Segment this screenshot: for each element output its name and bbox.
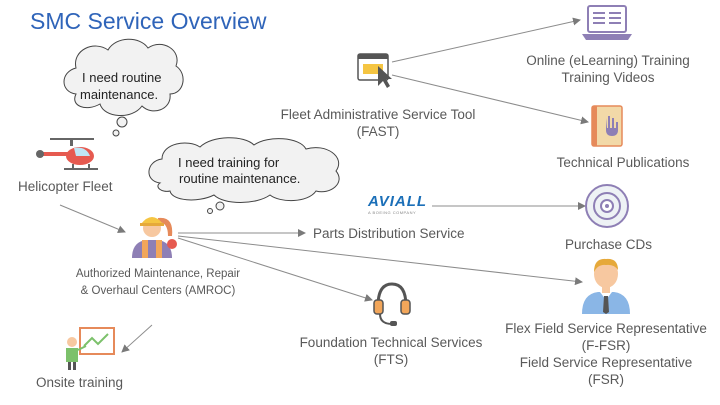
label-purchase-cds: Purchase CDs bbox=[565, 237, 653, 252]
line-fast-to-elearning bbox=[391, 17, 581, 63]
laptop-icon bbox=[582, 5, 632, 40]
label-fsr-line2: (FSR) bbox=[588, 372, 624, 387]
thought-bubble-routine bbox=[63, 38, 184, 137]
label-fast-line1: Fleet Administrative Service Tool bbox=[280, 107, 476, 122]
line-amroc-to-fts bbox=[177, 237, 373, 302]
bubble-training-line2: routine maintenance. bbox=[179, 171, 301, 186]
cursor-window-icon bbox=[357, 53, 392, 88]
label-ffsr-line2: (F-FSR) bbox=[581, 338, 631, 353]
line-fleet-to-amroc bbox=[59, 204, 126, 234]
manual-book-icon bbox=[591, 105, 623, 147]
label-fsr-line1: Field Service Representative bbox=[519, 355, 693, 370]
line-amroc-to-fsr bbox=[177, 235, 583, 286]
page-title: SMC Service Overview bbox=[30, 8, 267, 34]
bubble-training-line1: I need training for bbox=[178, 155, 280, 170]
line-fast-to-pubs bbox=[391, 74, 589, 125]
label-helicopter-fleet: Helicopter Fleet bbox=[18, 179, 113, 194]
label-fast-line2: (FAST) bbox=[356, 124, 400, 139]
presentation-board-icon bbox=[66, 327, 115, 370]
bubble-routine-line1: I need routine bbox=[82, 70, 162, 85]
thought-bubble-training bbox=[148, 137, 340, 214]
label-ffsr-line1: Flex Field Service Representative bbox=[505, 321, 707, 336]
line-amroc-to-onsite bbox=[121, 324, 153, 353]
label-amroc-line2: & Overhaul Centers (AMROC) bbox=[80, 285, 236, 297]
label-fts-line1: Foundation Technical Services bbox=[299, 335, 483, 350]
helicopter-icon bbox=[36, 138, 98, 170]
headset-icon bbox=[373, 282, 411, 326]
aviall-logo: AVIALL A BOEING COMPANY bbox=[368, 193, 427, 215]
label-fts-line2: (FTS) bbox=[373, 352, 409, 367]
aviall-logo-name: AVIALL bbox=[368, 193, 428, 210]
service-rep-icon bbox=[582, 258, 630, 314]
bubble-routine-line2: maintenance. bbox=[80, 87, 159, 102]
label-onsite-training: Onsite training bbox=[36, 375, 124, 390]
label-amroc-line1: Authorized Maintenance, Repair bbox=[75, 268, 241, 280]
label-parts-distribution: Parts Distribution Service bbox=[313, 226, 465, 241]
label-elearning-line1: Online (eLearning) Training bbox=[526, 53, 690, 68]
aviall-logo-tagline: A BOEING COMPANY bbox=[368, 210, 417, 215]
mechanic-icon bbox=[132, 217, 177, 258]
label-elearning-line2: Training Videos bbox=[561, 70, 655, 85]
label-technical-publications: Technical Publications bbox=[556, 155, 690, 170]
cd-icon bbox=[585, 184, 629, 228]
